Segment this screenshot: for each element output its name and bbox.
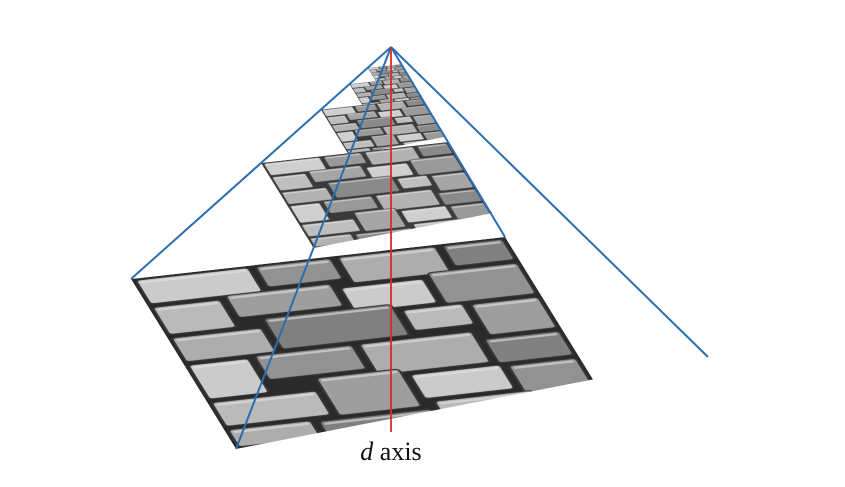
stone-texture-surface: [320, 98, 451, 156]
texture-levels: [131, 64, 708, 449]
level-shade: [261, 142, 550, 248]
d-axis-variable: d: [360, 437, 374, 466]
stone-texture-surface: [131, 237, 610, 449]
level-shade: [367, 64, 420, 84]
pyramid-edges: [130, 46, 709, 450]
pyramid-edge-left: [130, 46, 392, 280]
level-shade: [320, 98, 477, 156]
level-shade: [349, 77, 442, 112]
d-axis-label: d axis: [360, 437, 421, 466]
texture-level: [131, 237, 708, 449]
d-axis-text: axis: [373, 437, 421, 466]
texture-level: [261, 142, 550, 248]
texture-level: [320, 98, 477, 156]
pyramid-edge-back: [390, 46, 506, 238]
pyramid-edge-right: [390, 46, 709, 358]
level-shade: [131, 237, 708, 449]
stone-texture-surface: [261, 142, 501, 248]
pyramid-edge-front: [235, 46, 392, 450]
